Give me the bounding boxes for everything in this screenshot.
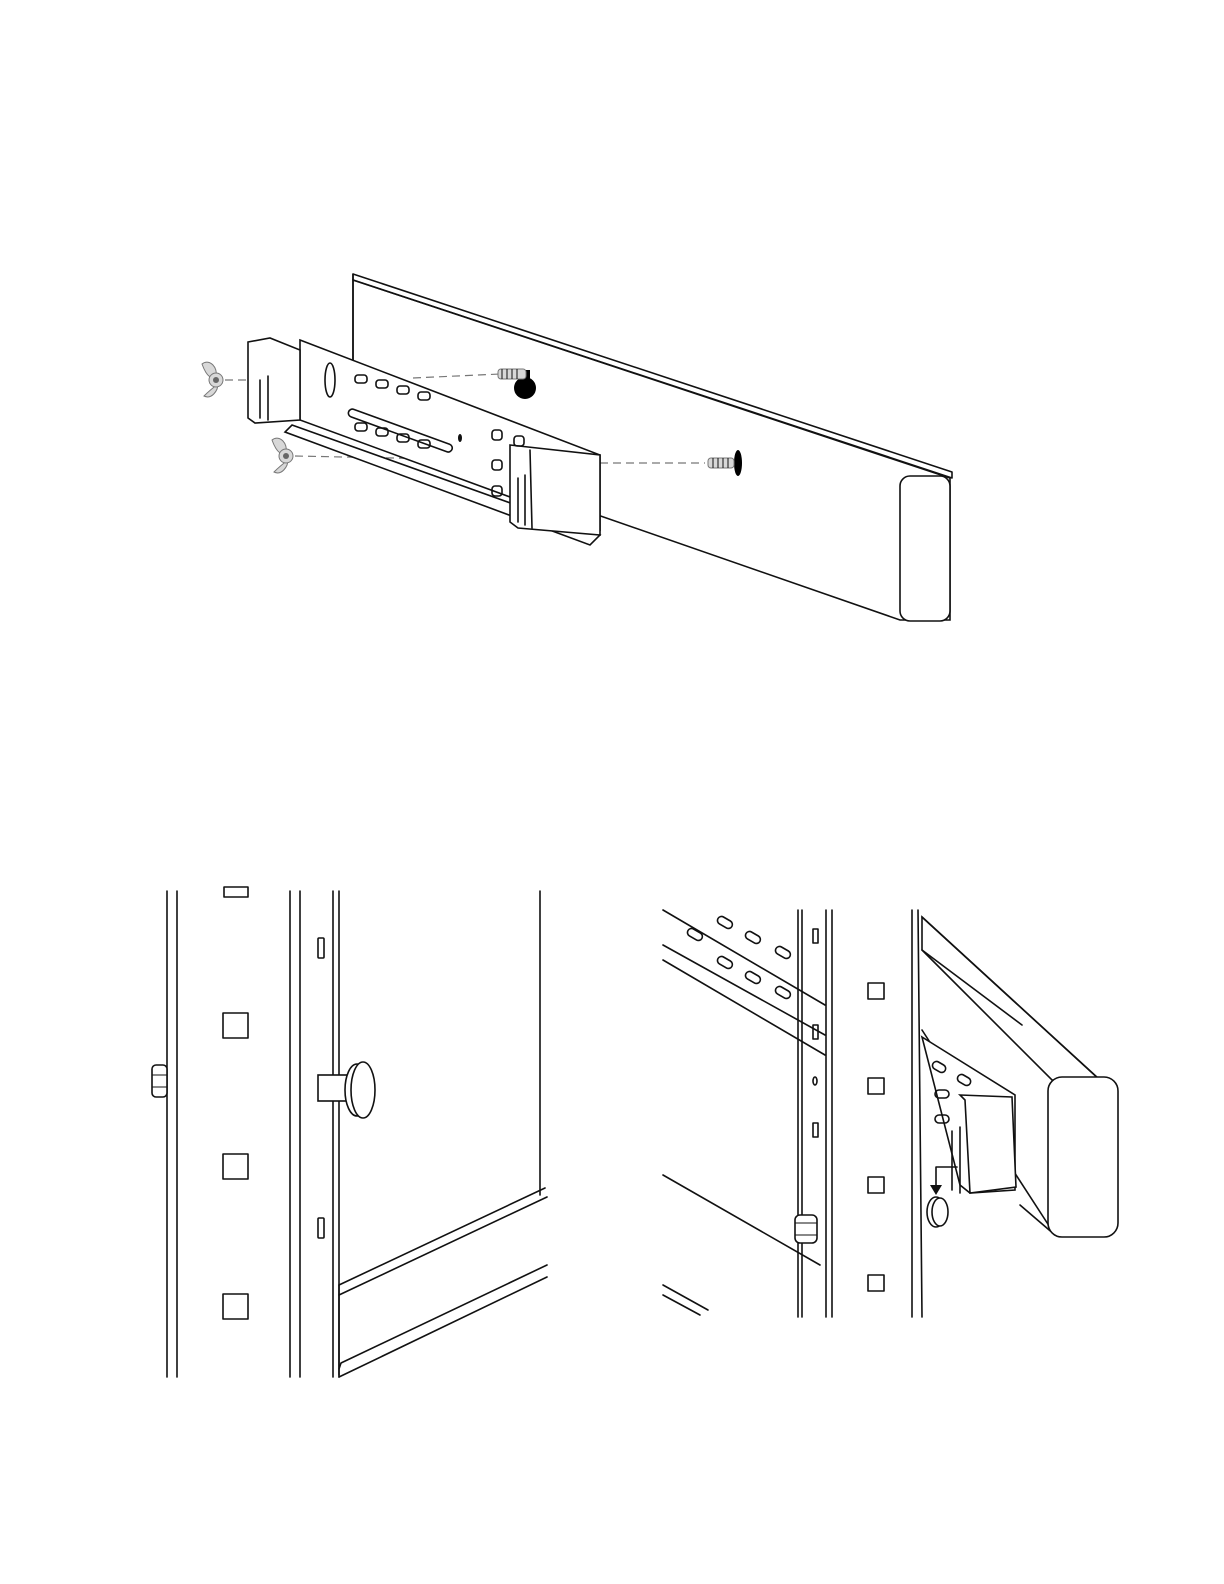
hex-nut-icon xyxy=(152,1065,167,1097)
post-square-holes xyxy=(223,887,248,1319)
post-square-holes xyxy=(868,983,884,1291)
bottom-left-figure xyxy=(135,885,555,1385)
screw-icon xyxy=(498,369,526,379)
carriage-bolt-icon xyxy=(318,1062,375,1118)
bottom-right-figure xyxy=(660,905,1125,1325)
hex-nut-icon xyxy=(795,1215,817,1243)
top-figure-svg xyxy=(180,260,980,640)
carriage-bolt-icon xyxy=(927,1197,948,1227)
wing-nut-icon xyxy=(202,362,223,397)
bottom-right-figure-svg xyxy=(660,905,1125,1325)
keyhole-slot-icon xyxy=(734,450,742,476)
bottom-left-figure-svg xyxy=(135,885,555,1385)
bracket-arm xyxy=(663,910,825,1315)
wing-nut-icon xyxy=(272,438,293,473)
down-arrow-icon xyxy=(930,1167,957,1195)
top-figure xyxy=(180,260,980,640)
screw-icon xyxy=(708,458,734,468)
